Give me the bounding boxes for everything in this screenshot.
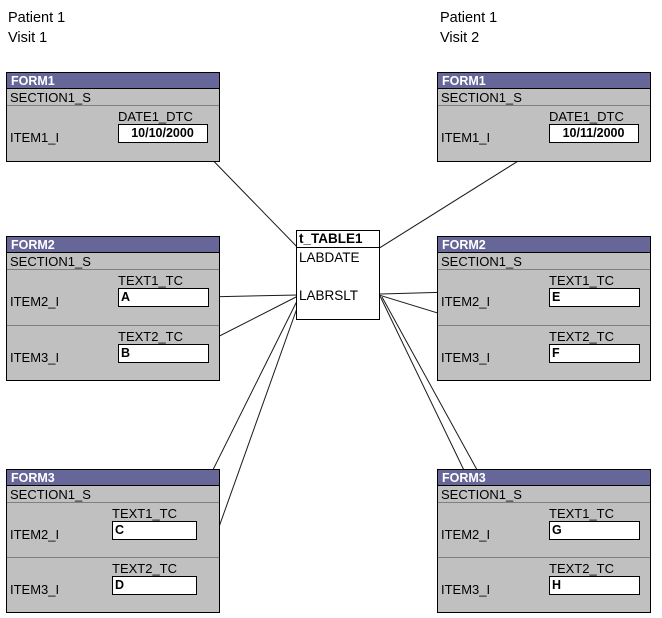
caption-left-line2: Visit 1 [8, 30, 48, 46]
item-label-form2-left-2: ITEM3_I [10, 350, 60, 365]
item-row-form2-left-2: ITEM3_I TEXT2_TC B [7, 325, 219, 380]
form-section-form2-right: SECTION1_S [438, 253, 650, 270]
caption-left-line1: Patient 1 [8, 10, 66, 26]
item-row-form2-right-2: ITEM3_I TEXT2_TC F [438, 325, 650, 380]
field-input-form2-right-text1[interactable]: E [549, 288, 640, 307]
center-table-field-labdate[interactable]: LABDATE [299, 250, 360, 265]
form-section-form1-left: SECTION1_S [7, 89, 219, 106]
form-section-form3-left: SECTION1_S [7, 486, 219, 503]
field-form3-left-text2: TEXT2_TC D [112, 561, 197, 595]
item-label-form3-right-2: ITEM3_I [441, 582, 491, 597]
field-label-form3-right-text1: TEXT1_TC [549, 506, 615, 521]
field-label-form1-right-date: DATE1_DTC [549, 109, 624, 124]
field-input-form2-left-text1[interactable]: A [118, 288, 209, 307]
item-row-form3-right-2: ITEM3_I TEXT2_TC H [438, 557, 650, 611]
center-table-field-labrslt[interactable]: LABRSLT [299, 288, 359, 303]
form-header-form2-right: FORM2 [438, 237, 650, 253]
item-row-form3-right-1: ITEM2_I TEXT1_TC G [438, 503, 650, 557]
field-form2-right-text2: TEXT2_TC F [549, 329, 640, 363]
field-label-form2-left-text1: TEXT1_TC [118, 273, 184, 288]
field-form2-right-text1: TEXT1_TC E [549, 273, 640, 307]
form-box-form3-right[interactable]: FORM3 SECTION1_S ITEM2_I TEXT1_TC G ITEM… [437, 469, 651, 613]
form-box-form1-left[interactable]: FORM1 SECTION1_S ITEM1_I DATE1_DTC 10/10… [6, 72, 220, 162]
item-label-form2-right-2: ITEM3_I [441, 350, 491, 365]
field-input-form3-left-text1[interactable]: C [112, 521, 197, 540]
field-label-form2-right-text1: TEXT1_TC [549, 273, 615, 288]
item-label-form1-right-1: ITEM1_I [441, 130, 491, 145]
item-label-form3-left-2: ITEM3_I [10, 582, 60, 597]
field-input-form1-left-date[interactable]: 10/10/2000 [118, 124, 208, 143]
caption-left-patient: Patient 1 Visit 1 [8, 8, 65, 48]
item-label-form1-left-1: ITEM1_I [10, 130, 60, 145]
item-row-form2-left-1: ITEM2_I TEXT1_TC A [7, 270, 219, 325]
caption-right-line2: Visit 2 [440, 30, 480, 46]
field-label-form3-right-text2: TEXT2_TC [549, 561, 615, 576]
field-form1-right-date: DATE1_DTC 10/11/2000 [549, 109, 639, 143]
form-box-form3-left[interactable]: FORM3 SECTION1_S ITEM2_I TEXT1_TC C ITEM… [6, 469, 220, 613]
field-form3-right-text2: TEXT2_TC H [549, 561, 640, 595]
field-label-form2-left-text2: TEXT2_TC [118, 329, 184, 344]
caption-right-patient: Patient 1 Visit 2 [440, 8, 497, 48]
form-header-form3-right: FORM3 [438, 470, 650, 486]
form-box-form1-right[interactable]: FORM1 SECTION1_S ITEM1_I DATE1_DTC 10/11… [437, 72, 651, 162]
form-box-form2-right[interactable]: FORM2 SECTION1_S ITEM2_I TEXT1_TC E ITEM… [437, 236, 651, 381]
field-label-form1-left-date: DATE1_DTC [118, 109, 193, 124]
field-input-form2-right-text2[interactable]: F [549, 344, 640, 363]
item-row-form1-right-1: ITEM1_I DATE1_DTC 10/11/2000 [438, 106, 650, 161]
field-label-form3-left-text1: TEXT1_TC [112, 506, 178, 521]
field-input-form3-right-text2[interactable]: H [549, 576, 640, 595]
item-label-form2-left-1: ITEM2_I [10, 294, 60, 309]
item-row-form2-right-1: ITEM2_I TEXT1_TC E [438, 270, 650, 325]
item-row-form1-left-1: ITEM1_I DATE1_DTC 10/10/2000 [7, 106, 219, 161]
form-box-form2-left[interactable]: FORM2 SECTION1_S ITEM2_I TEXT1_TC A ITEM… [6, 236, 220, 381]
form-header-form1-left: FORM1 [7, 73, 219, 89]
item-row-form3-left-1: ITEM2_I TEXT1_TC C [7, 503, 219, 557]
field-input-form2-left-text2[interactable]: B [118, 344, 209, 363]
item-label-form2-right-1: ITEM2_I [441, 294, 491, 309]
item-label-form3-left-1: ITEM2_I [10, 527, 60, 542]
item-label-form3-right-1: ITEM2_I [441, 527, 491, 542]
form-header-form3-left: FORM3 [7, 470, 219, 486]
field-label-form3-left-text2: TEXT2_TC [112, 561, 178, 576]
field-label-form2-right-text2: TEXT2_TC [549, 329, 615, 344]
form-section-form1-right: SECTION1_S [438, 89, 650, 106]
field-form2-left-text1: TEXT1_TC A [118, 273, 209, 307]
center-table-title: t_TABLE1 [297, 231, 379, 248]
item-row-form3-left-2: ITEM3_I TEXT2_TC D [7, 557, 219, 611]
field-input-form1-right-date[interactable]: 10/11/2000 [549, 124, 639, 143]
field-form3-right-text1: TEXT1_TC G [549, 506, 640, 540]
field-form2-left-text2: TEXT2_TC B [118, 329, 209, 363]
field-form1-left-date: DATE1_DTC 10/10/2000 [118, 109, 208, 143]
field-input-form3-left-text2[interactable]: D [112, 576, 197, 595]
field-input-form3-right-text1[interactable]: G [549, 521, 640, 540]
center-table-t-table1[interactable]: t_TABLE1 LABDATE LABRSLT [296, 230, 380, 320]
form-header-form2-left: FORM2 [7, 237, 219, 253]
caption-right-line1: Patient 1 [440, 10, 498, 26]
field-form3-left-text1: TEXT1_TC C [112, 506, 197, 540]
form-header-form1-right: FORM1 [438, 73, 650, 89]
form-section-form3-right: SECTION1_S [438, 486, 650, 503]
form-section-form2-left: SECTION1_S [7, 253, 219, 270]
